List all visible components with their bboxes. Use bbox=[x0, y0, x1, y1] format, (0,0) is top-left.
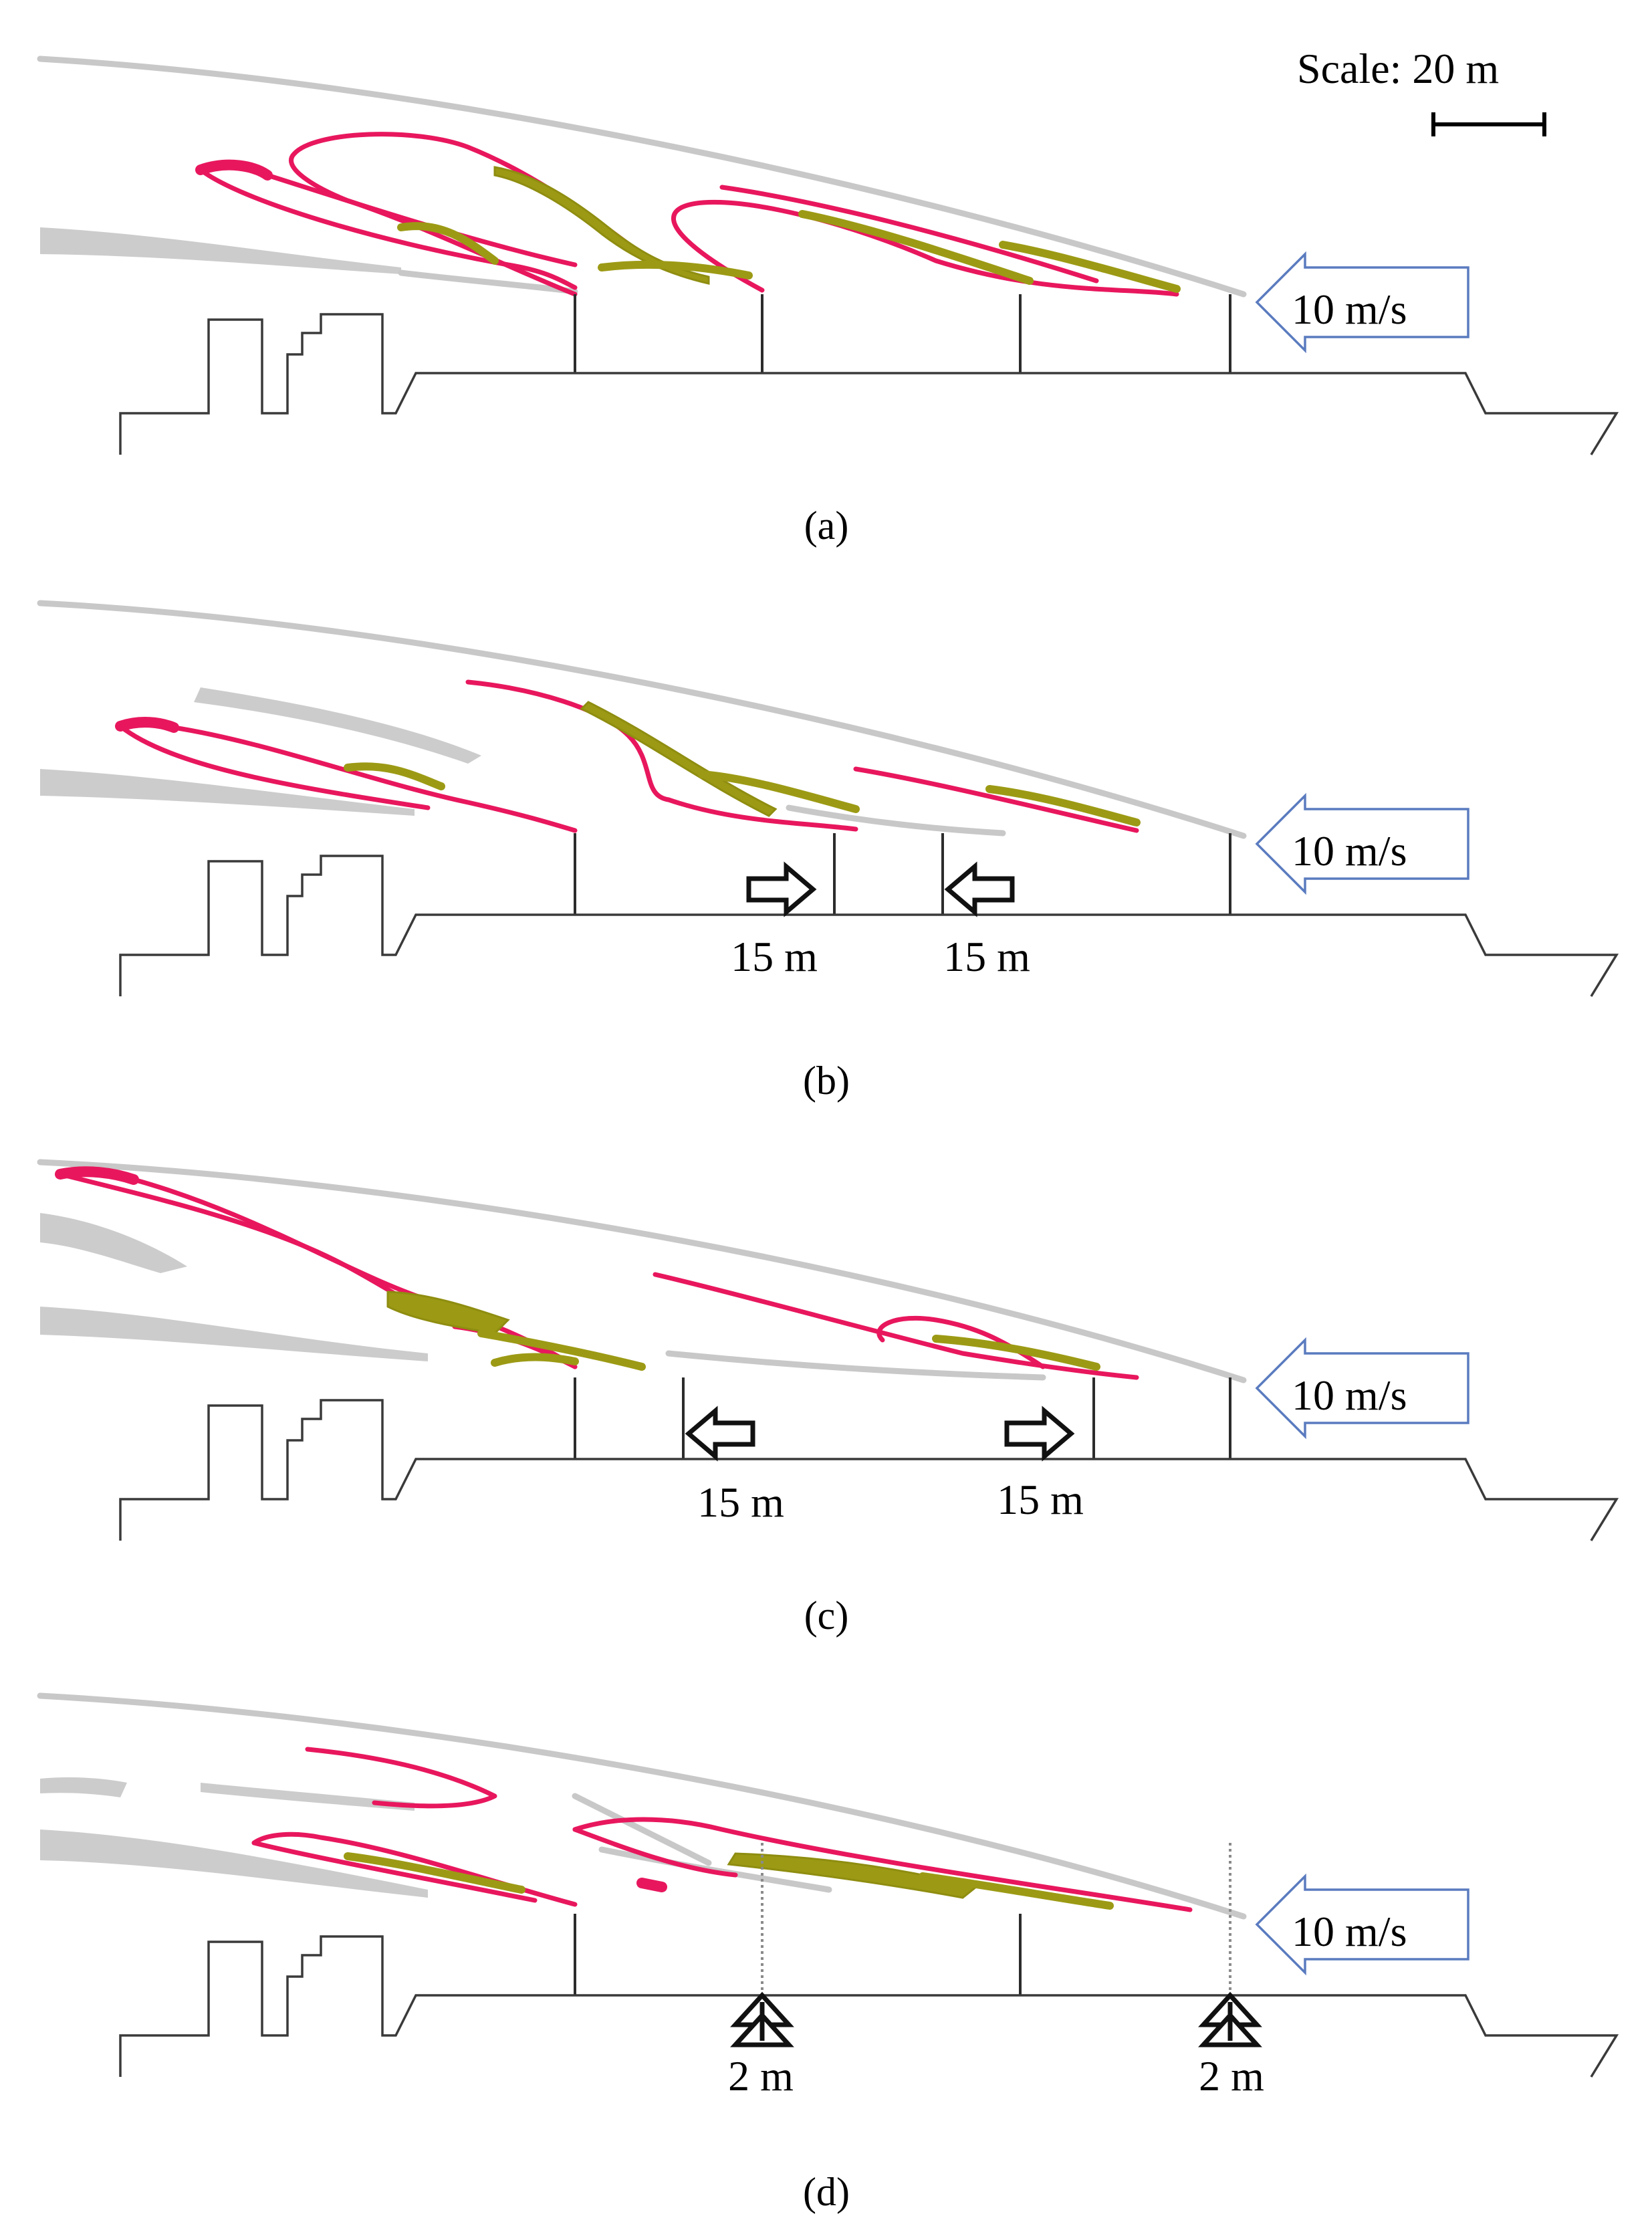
wind-speed-label: 10 m/s bbox=[1292, 1908, 1407, 1955]
shift-label: 15 m bbox=[697, 1478, 784, 1526]
plume-field bbox=[37, 55, 1247, 298]
plume-field bbox=[37, 1159, 1247, 1383]
panel-a: Scale: 20 m bbox=[37, 45, 1618, 548]
height-arrow-up bbox=[1203, 1995, 1257, 2045]
wind-speed-label: 10 m/s bbox=[1292, 286, 1407, 333]
shift-label: 15 m bbox=[731, 933, 818, 980]
plume-field bbox=[37, 1692, 1247, 1920]
panel-d: 2 m 2 m 10 m/s (d) bbox=[37, 1692, 1618, 2214]
panel-c: 15 m 15 m 10 m/s (c) bbox=[37, 1159, 1618, 1638]
panel-caption: (c) bbox=[804, 1593, 849, 1638]
wind-speed-label: 10 m/s bbox=[1292, 827, 1407, 875]
wind-arrow: 10 m/s bbox=[1256, 1339, 1469, 1438]
shift-arrow-right bbox=[749, 867, 813, 912]
shift-label: 15 m bbox=[943, 933, 1030, 980]
scale-label: Scale: 20 m bbox=[1297, 45, 1499, 92]
panel-caption: (d) bbox=[803, 2170, 850, 2214]
shift-arrow-left bbox=[948, 867, 1012, 912]
height-label: 2 m bbox=[728, 2052, 794, 2100]
panel-b: 15 m 15 m 10 m/s (b) bbox=[37, 600, 1618, 1103]
scale-bar: Scale: 20 m bbox=[1297, 45, 1546, 136]
height-label: 2 m bbox=[1199, 2052, 1264, 2100]
wind-arrow: 10 m/s bbox=[1256, 794, 1469, 893]
panel-caption: (b) bbox=[803, 1059, 850, 1103]
panel-caption: (a) bbox=[804, 504, 849, 548]
wind-speed-label: 10 m/s bbox=[1292, 1371, 1407, 1419]
wind-arrow: 10 m/s bbox=[1256, 253, 1469, 352]
wind-arrow: 10 m/s bbox=[1256, 1875, 1469, 1974]
shift-arrow-left bbox=[689, 1411, 753, 1456]
plume-field bbox=[37, 600, 1247, 839]
height-arrow-up bbox=[735, 1995, 789, 2045]
shift-label: 15 m bbox=[997, 1476, 1084, 1523]
shift-arrow-right bbox=[1007, 1411, 1071, 1456]
